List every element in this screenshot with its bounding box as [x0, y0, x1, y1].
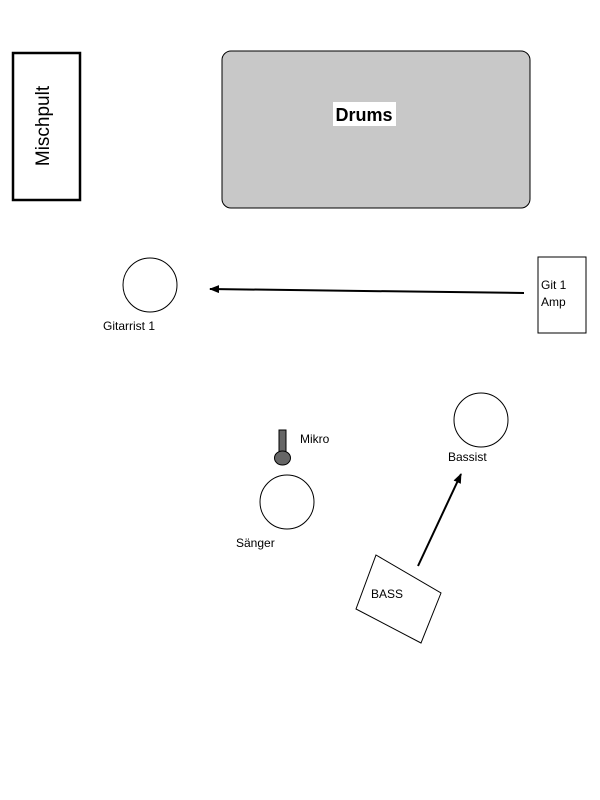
guitar-amp-label-line2: Amp: [541, 295, 566, 309]
guitarist-circle: [122, 257, 178, 313]
drums-label-background: [333, 102, 396, 126]
singer-circle: [259, 474, 315, 530]
guitarist-label: Gitarrist 1: [103, 319, 155, 333]
guitarist: Gitarrist 1: [103, 257, 178, 333]
mixer-box: [11, 51, 82, 202]
guitar-amp-box: [537, 256, 587, 334]
mixer: Mischpult: [11, 51, 82, 202]
bassist: Bassist: [448, 392, 509, 464]
bassist-circle: [453, 392, 509, 448]
drums-label: Drums: [335, 105, 392, 125]
bass-amp-label: BASS: [371, 587, 403, 601]
guitar-amp: Git 1 Amp: [537, 256, 587, 334]
microphone: Mikro: [274, 429, 330, 466]
bass-amp-arrow: [417, 473, 462, 567]
singer-label: Sänger: [236, 536, 275, 550]
mic-label: Mikro: [300, 432, 330, 446]
guitar-amp-arrow: [209, 285, 525, 294]
singer: Sänger: [236, 474, 315, 550]
mixer-label: Mischpult: [33, 85, 54, 166]
mic-head: [274, 450, 291, 466]
drums-area: [221, 50, 531, 209]
bass-amp-box: [355, 554, 442, 644]
drums: Drums: [221, 50, 531, 209]
bassist-label: Bassist: [448, 450, 487, 464]
bass-amp: BASS: [355, 554, 442, 644]
guitar-amp-label-line1: Git 1: [541, 278, 567, 292]
